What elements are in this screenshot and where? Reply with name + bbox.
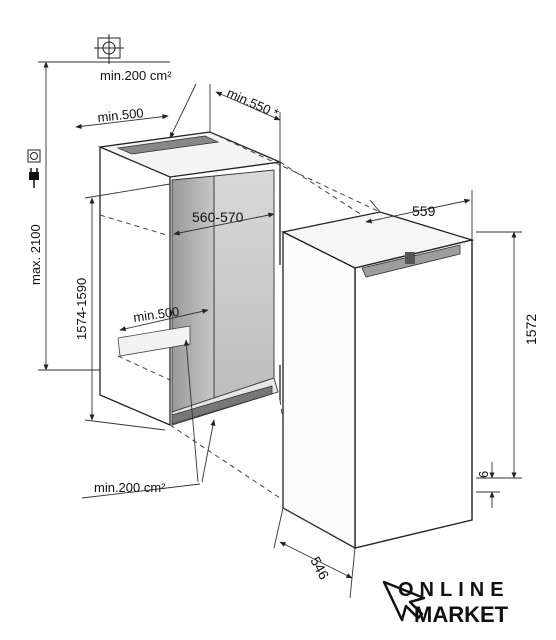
niche-back-wall [213, 169, 275, 399]
niche-cabinet [97, 131, 283, 426]
dimension-lines [38, 61, 522, 599]
appliance-side [282, 230, 356, 550]
label-plinth-gap: 6 [476, 471, 491, 478]
label-max-height: max. 2100 [28, 224, 43, 285]
power-plug-icon [29, 168, 39, 188]
appliance-door [354, 239, 473, 549]
logo-line2: MARKET [414, 602, 509, 627]
label-appliance-depth: 546 [307, 554, 332, 582]
label-vent-bottom: min.200 cm² [94, 480, 166, 495]
plumb-target-icon [94, 34, 124, 64]
power-socket-icon [27, 149, 41, 163]
top-vent-slot [116, 135, 220, 155]
appliance [281, 211, 475, 550]
label-depth-inner: min.500 [132, 304, 180, 325]
label-niche-depth: min.550 * [225, 85, 281, 121]
cursor-arrow-icon [382, 580, 426, 622]
label-depth-top: min.500 [97, 105, 145, 125]
label-niche-width: 560-570 [192, 209, 244, 225]
alignment-guides [169, 131, 381, 501]
label-appliance-height: 1572 [523, 314, 539, 345]
online-market-logo: ONLINE MARKET [382, 579, 510, 627]
logo-line1: ONLINE [398, 579, 510, 601]
bottom-vent-slot [171, 385, 273, 425]
label-niche-height: 1574-1590 [74, 278, 89, 340]
label-appliance-width: 559 [412, 203, 436, 219]
label-vent-top: min.200 cm² [100, 68, 172, 83]
